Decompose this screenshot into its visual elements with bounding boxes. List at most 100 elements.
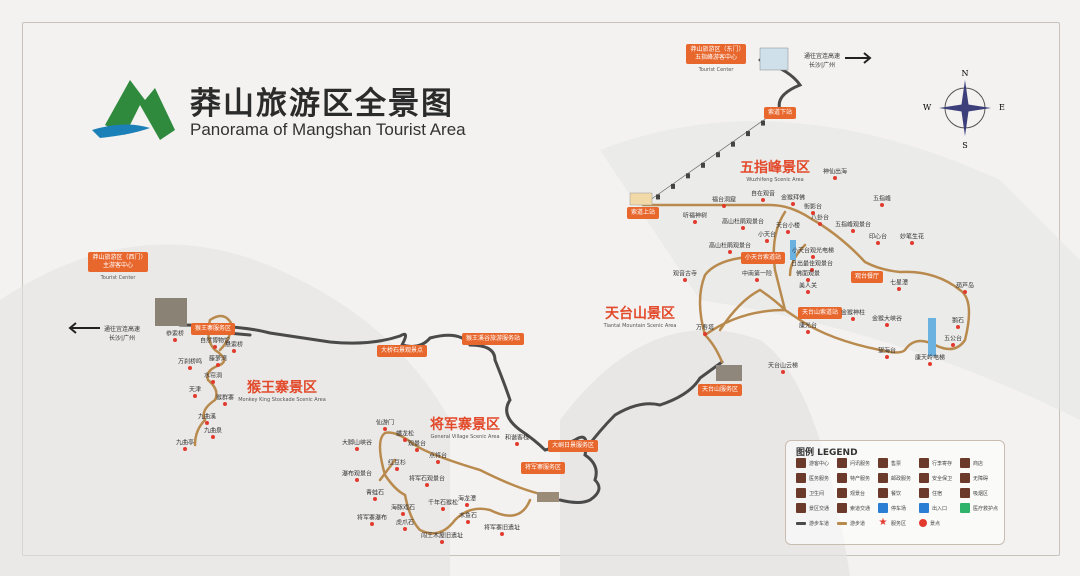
scenic-spot-label[interactable]: 金猴大峡谷 <box>871 315 903 323</box>
scenic-spot-label[interactable]: 妙笔生花 <box>899 233 925 241</box>
scenic-spot-label[interactable]: 五公台 <box>943 335 963 343</box>
spot-dot <box>213 345 217 349</box>
spot-dot <box>425 483 429 487</box>
scenic-spot-label[interactable]: 康光台 <box>798 322 818 330</box>
scenic-spot-label[interactable]: 自在观音 <box>750 190 776 198</box>
east-arrow-icon <box>845 52 872 64</box>
legend-item-label: 游步道 <box>850 520 866 527</box>
scenic-spot-label[interactable]: 金猴神柱 <box>840 309 866 317</box>
scenic-spot-label[interactable]: 九曲溪 <box>197 413 217 421</box>
scenic-spot-label[interactable]: 天台小楼 <box>775 222 801 230</box>
scenic-spot-label[interactable]: 观景台 <box>407 440 427 448</box>
scenic-spot-label[interactable]: 印心台 <box>868 233 888 241</box>
scenic-spot-label[interactable]: 闯王木屋旧遗址 <box>420 532 464 540</box>
scenic-spot-label[interactable]: 康天岭电梯 <box>914 354 946 362</box>
scenic-spot-label[interactable]: 小天台 <box>757 231 777 239</box>
east-tourist-center[interactable]: 莽山旅游区（东门）五指峰游客中心 <box>686 44 746 64</box>
scenic-spot-label[interactable]: 日出最佳观景台 <box>790 260 834 268</box>
scenic-spot-label[interactable]: 鹅石 <box>951 317 965 325</box>
scenic-spot-label[interactable]: 猴群寨 <box>215 394 235 402</box>
spot-dot <box>728 250 732 254</box>
scenic-spot-label[interactable]: 听福神树 <box>682 212 708 220</box>
scenic-spot-label[interactable]: 八卦台 <box>810 214 830 222</box>
main-road <box>178 323 601 504</box>
service-station[interactable]: 索道下站 <box>763 107 797 119</box>
compass-rose: N S W E <box>923 68 1005 152</box>
service-station[interactable]: 大峒日景服务区 <box>547 440 599 452</box>
scenic-spot-label[interactable]: 金猴拜佛 <box>780 194 806 202</box>
scenic-spot-label[interactable]: 佛面观景 <box>795 270 821 278</box>
scenic-spot-label[interactable]: 中南第一险 <box>741 270 773 278</box>
scenic-spot-label[interactable]: 九曲泉 <box>203 427 223 435</box>
scenic-spot-label[interactable]: 美人关 <box>798 282 818 290</box>
scenic-spot-label[interactable]: 海龙潭 <box>457 495 477 503</box>
scenic-spot-label[interactable]: 九曲亭 <box>175 439 195 447</box>
toilet-icon <box>796 488 806 498</box>
smoking-icon <box>960 488 970 498</box>
scenic-spot-label[interactable]: 高山杜鹃观景台 <box>721 218 765 226</box>
legend-item-label: 观景台 <box>850 490 866 497</box>
dot-icon <box>919 519 927 527</box>
spot-dot <box>811 255 815 259</box>
scenic-spot-label[interactable]: 七星潭 <box>889 279 909 287</box>
scenic-spot-label[interactable]: 将军寨旧遗址 <box>483 524 521 532</box>
scenic-spot-label[interactable]: 虎爪石 <box>395 519 415 527</box>
west-tourist-center[interactable]: 莽山旅游区（西门）主游客中心 <box>88 252 148 272</box>
entrance-icon <box>919 503 929 513</box>
service-station[interactable]: 天台山索道站 <box>797 307 843 319</box>
scenic-spot-label[interactable]: 万寿塔 <box>695 324 715 332</box>
scenic-spot-label[interactable]: 万刹桥鸣 <box>177 358 203 366</box>
scenic-spot-label[interactable]: 葫芦岛 <box>955 282 975 290</box>
legend-item-label: 餐饮 <box>891 490 902 497</box>
scenic-spot-label[interactable]: 街影台 <box>803 203 823 211</box>
scenic-spot-label[interactable]: 和谐客栈 <box>504 434 530 442</box>
scenic-spot-label[interactable]: 瀑布观景台 <box>341 470 373 478</box>
legend-item: 景区交通 <box>796 503 837 513</box>
spot-dot <box>781 370 785 374</box>
service-station[interactable]: 猴王溪谷旅游服务站 <box>461 333 525 345</box>
scenic-spot-label[interactable]: 红豆杉 <box>387 459 407 467</box>
scenic-spot-label[interactable]: 望海台 <box>877 347 897 355</box>
scenic-spot-label[interactable]: 水帘洞 <box>203 372 223 380</box>
scenic-spot-label[interactable]: 蟠龙松 <box>395 430 415 438</box>
legend-item: 无障碍 <box>960 473 1001 483</box>
scenic-spot-label[interactable]: 五指峰 <box>872 195 892 203</box>
service-station[interactable]: 索道上站 <box>626 207 660 219</box>
spot-dot <box>383 427 387 431</box>
service-station[interactable]: 观台餐厅 <box>850 271 884 283</box>
scenic-spot-label[interactable]: 恭索桥 <box>165 330 185 338</box>
scenic-spot-label[interactable]: 藤萝湾 <box>208 355 228 363</box>
scenic-spot-label[interactable]: 悬索桥 <box>224 341 244 349</box>
scenic-spot-label[interactable]: 小天台观光电梯 <box>791 247 835 255</box>
scenic-spot-label[interactable]: 将军寨瀑布 <box>356 514 388 522</box>
scenic-spot-label[interactable]: 天津 <box>188 386 202 394</box>
scenic-spot-label[interactable]: 仙游门 <box>375 419 395 427</box>
scenic-spot-label[interactable]: 自然博物馆 <box>199 337 231 345</box>
service-station[interactable]: 大桥石景观景点 <box>376 345 428 357</box>
scenic-spot-label[interactable]: 大脚山峡谷 <box>341 439 373 447</box>
scenic-spot-label[interactable]: 木鱼石 <box>458 512 478 520</box>
scenic-spot-label[interactable]: 神仙出海 <box>822 168 848 176</box>
service-station[interactable]: 小天台索道站 <box>740 252 786 264</box>
cable-car-icon <box>671 183 675 189</box>
scenic-spot-label[interactable]: 青蛙石 <box>365 489 385 497</box>
service-station[interactable]: 猴王寨服务区 <box>190 323 236 335</box>
scenic-spot-label[interactable]: 观音古寺 <box>672 270 698 278</box>
spot-dot <box>880 203 884 207</box>
spot-dot <box>703 332 707 336</box>
scenic-spot-label[interactable]: 福台洞窟 <box>711 196 737 204</box>
scenic-spot-label[interactable]: 天台山云梯 <box>767 362 799 370</box>
scenic-spot-label[interactable]: 五指峰观景台 <box>834 221 872 229</box>
scenic-spot-label[interactable]: 海豚戏石 <box>390 504 416 512</box>
scenic-spot-label[interactable]: 千年石猴松 <box>427 499 459 507</box>
scenic-spot-label[interactable]: 高山杜鹃观景台 <box>708 242 752 250</box>
service-station[interactable]: 天台山服务区 <box>697 384 743 396</box>
service-station[interactable]: 将军寨服务区 <box>520 462 566 474</box>
spot-dot <box>183 447 187 451</box>
scenic-area-name: 将军寨景区 <box>430 417 500 433</box>
scenic-spot-label[interactable]: 将军石观景台 <box>408 475 446 483</box>
scenic-spot-label[interactable]: 点将台 <box>428 452 448 460</box>
